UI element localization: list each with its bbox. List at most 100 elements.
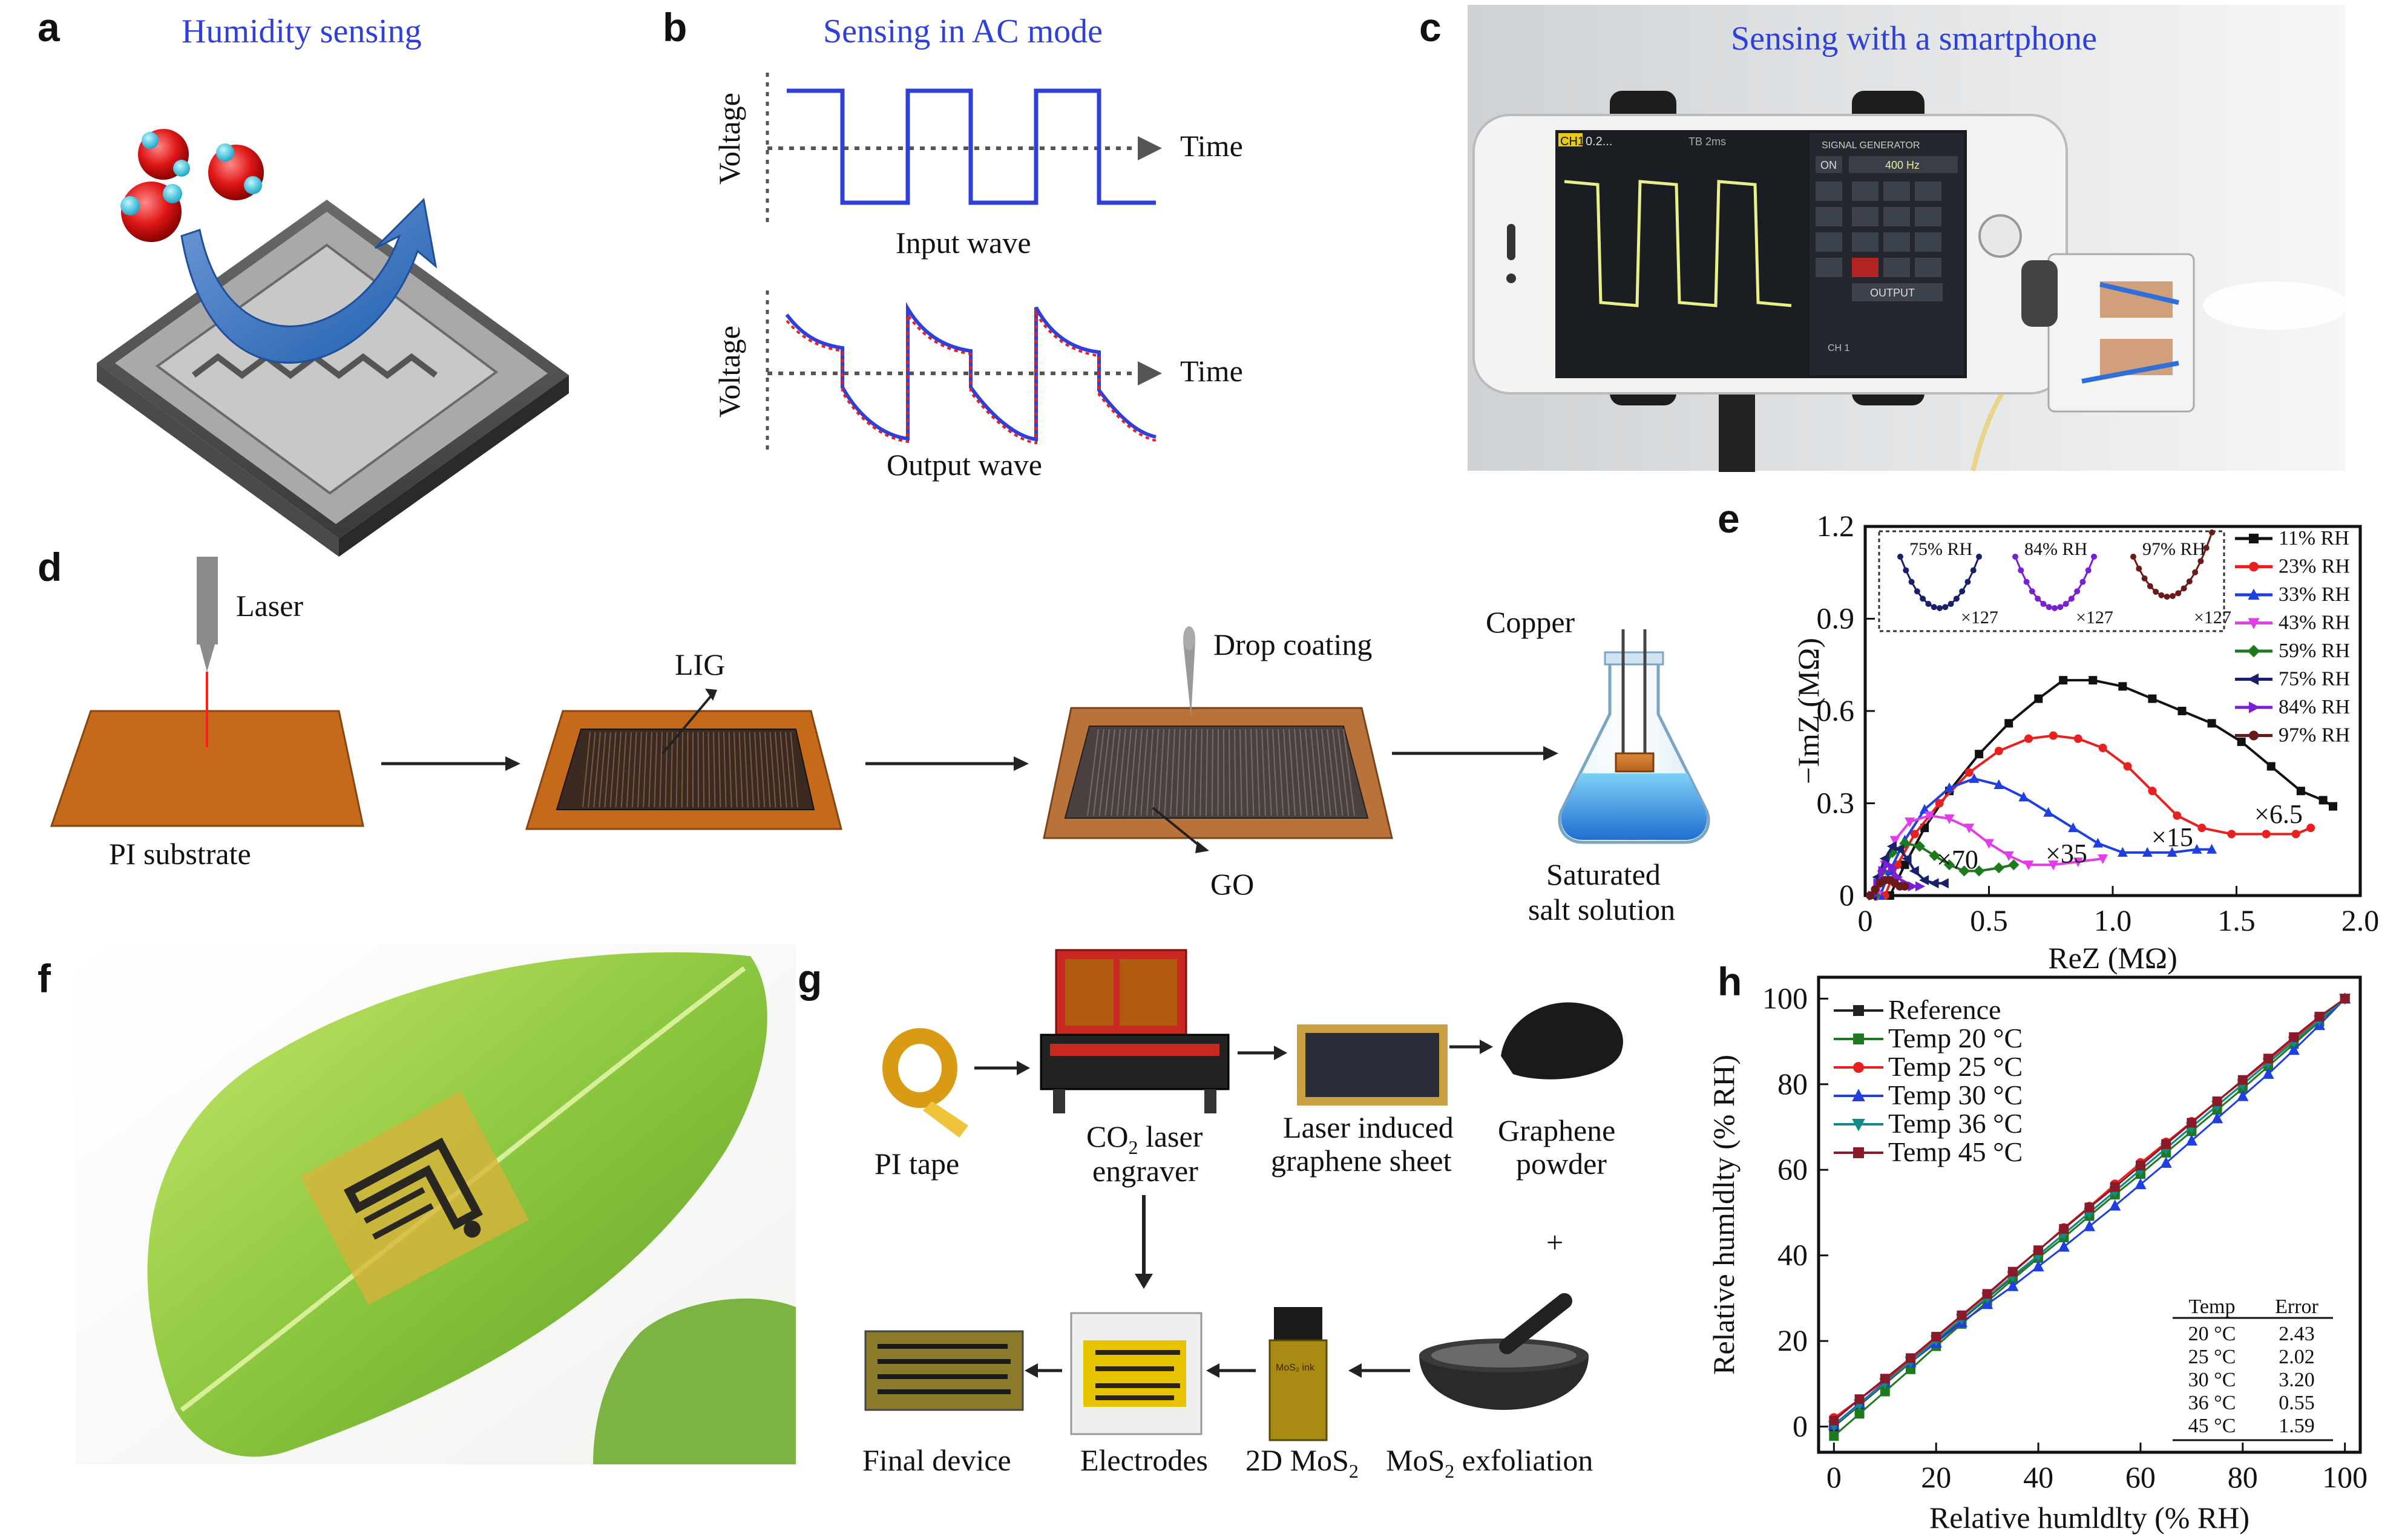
chart-e-annotation: ×6.5 bbox=[2254, 799, 2303, 829]
chart-h-ytick-label: 100 bbox=[1762, 981, 1808, 1015]
chart-e-point bbox=[2262, 830, 2271, 839]
chart-e-point bbox=[2073, 734, 2082, 743]
chart-e-inset-point bbox=[2170, 593, 2176, 599]
chart-h-legend-marker bbox=[1853, 1147, 1864, 1158]
chart-e-inset-point bbox=[2181, 585, 2187, 592]
chart-h-xtick-label: 80 bbox=[2228, 1460, 2258, 1494]
chart-h-xtick-label: 20 bbox=[1921, 1460, 1951, 1494]
output-wave-blue bbox=[785, 302, 1157, 442]
chart-h-point bbox=[2211, 1112, 2223, 1124]
chart-e-point bbox=[2117, 847, 2128, 857]
chart-h-table-cell: 0.55 bbox=[2279, 1392, 2315, 1414]
laser-engraver-line1: CO2 laser bbox=[1086, 1119, 1203, 1158]
chart-h-table-cell: 3.20 bbox=[2279, 1369, 2315, 1391]
input-wave-caption: Input wave bbox=[896, 226, 1031, 260]
humidity-arrow bbox=[180, 197, 438, 364]
panel-e-label: e bbox=[1718, 496, 1740, 541]
chart-e-point bbox=[1929, 878, 1939, 889]
chart-h-point bbox=[1905, 1353, 1915, 1363]
chart-e-xlabel: ReZ (MΩ) bbox=[2048, 941, 2177, 975]
chart-h-point bbox=[2237, 1090, 2249, 1101]
chart-e-inset-point bbox=[2040, 601, 2047, 608]
chart-e-inset-point bbox=[1897, 554, 1903, 560]
panel-c: c Sensing with a smartphone CH1 0.2... T… bbox=[1419, 5, 2348, 472]
chart-e-point bbox=[1969, 773, 1980, 783]
chart-e-point bbox=[2291, 830, 2300, 839]
chart-e-point bbox=[2024, 734, 2033, 743]
chart-e-inset-point bbox=[1953, 595, 1960, 602]
chart-e-inset-point bbox=[2057, 604, 2064, 611]
chart-e-legend-marker bbox=[2249, 730, 2259, 741]
chart-e-legend-marker bbox=[2249, 562, 2259, 572]
chart-h-point bbox=[2185, 1134, 2197, 1146]
chart-h-table-cell: 36 °C bbox=[2188, 1392, 2236, 1414]
chart-e-point bbox=[2068, 822, 2078, 833]
chart-e-point bbox=[2207, 719, 2216, 728]
chart-h-point bbox=[2033, 1245, 2044, 1256]
chart-e-annotation: ×15 bbox=[2151, 822, 2193, 852]
panel-b-title: Sensing in AC mode bbox=[823, 13, 1103, 50]
chart-e-point bbox=[1964, 824, 1975, 834]
chart-e-inset-point bbox=[2029, 588, 2035, 595]
chart-e-point bbox=[1964, 768, 1974, 777]
chart-e-annotation: ×70 bbox=[1937, 845, 1978, 874]
chart-e-inset-point bbox=[1914, 588, 1920, 595]
go-label: GO bbox=[1210, 867, 1254, 901]
chart-e-point bbox=[2003, 851, 2014, 862]
chart-h-point bbox=[2237, 1075, 2248, 1085]
chart-h-ytick-label: 20 bbox=[1777, 1323, 1808, 1357]
chart-e-ytick-label: 1.2 bbox=[1817, 509, 1855, 543]
breadboard-sensor bbox=[2021, 253, 2348, 413]
chart-h-table-cell: 2.43 bbox=[2279, 1323, 2315, 1345]
chart-e-point bbox=[2173, 811, 2182, 820]
panel-b-label: b bbox=[663, 5, 687, 50]
co2-laser-engraver: CO2 laser engraver bbox=[1040, 949, 1230, 1188]
chart-e-inset-point bbox=[2091, 554, 2097, 560]
chart-e-inset-point bbox=[2085, 567, 2092, 574]
chart-e-point bbox=[1929, 850, 1940, 862]
chart-h-legend-label: Temp 25 °C bbox=[1888, 1051, 2023, 1082]
chart-e-point bbox=[1886, 841, 1897, 852]
chart-e-point bbox=[1993, 779, 2004, 789]
chart-e-inset-point bbox=[1948, 601, 1954, 608]
graphene-powder-line1: Graphene bbox=[1498, 1113, 1615, 1147]
chart-e-point bbox=[2089, 676, 2098, 685]
chart-h-xlabel: Relative humldlty (% RH) bbox=[1929, 1501, 2249, 1535]
chart-e-point bbox=[1944, 782, 1955, 793]
chart-e-point bbox=[2318, 796, 2328, 805]
chart-e-point bbox=[2034, 694, 2043, 703]
chart-e-inset-point bbox=[2164, 594, 2170, 600]
chart-h-point bbox=[2161, 1139, 2171, 1149]
chart-e-point bbox=[1974, 865, 1985, 877]
phone-generator-title: SIGNAL GENERATOR bbox=[1822, 140, 1920, 151]
chart-e-legend-label: 11% RH bbox=[2279, 527, 2349, 549]
pi-substrate-step: Laser PI substrate bbox=[50, 557, 364, 871]
chart-e-point bbox=[2197, 824, 2207, 833]
chart-e-inset-point bbox=[2074, 588, 2081, 595]
chart-h-point bbox=[2314, 1012, 2325, 1022]
chart-h-ytick-label: 80 bbox=[1777, 1067, 1808, 1101]
chart-e-point bbox=[1871, 885, 1880, 894]
chart-e-inset-point bbox=[2203, 545, 2210, 551]
chart-e-inset-point bbox=[1937, 605, 1943, 611]
chart-e-inset-point bbox=[2052, 605, 2058, 611]
graphene-powder-line2: powder bbox=[1516, 1147, 1607, 1181]
chart-e-inset-point bbox=[2046, 604, 2052, 611]
chart-e-point bbox=[2306, 824, 2315, 833]
chart-e-point bbox=[1919, 804, 1930, 814]
chart-e-inset-point bbox=[2035, 595, 2041, 602]
phone-on: ON bbox=[1820, 159, 1837, 171]
chart-e-legend-marker bbox=[2249, 534, 2259, 543]
chart-h-point bbox=[1880, 1374, 1890, 1384]
chart-e-point bbox=[1900, 882, 1909, 891]
chart-e-ytick-label: 0.3 bbox=[1817, 786, 1855, 820]
chart-e-annotation: ×35 bbox=[2046, 839, 2087, 868]
phone-channel: CH 1 bbox=[1828, 343, 1850, 353]
chart-h-legend-label: Temp 30 °C bbox=[1888, 1080, 2023, 1110]
chart-h-table-header: Error bbox=[2275, 1296, 2318, 1318]
chart-h-legend-marker bbox=[1852, 1089, 1865, 1101]
